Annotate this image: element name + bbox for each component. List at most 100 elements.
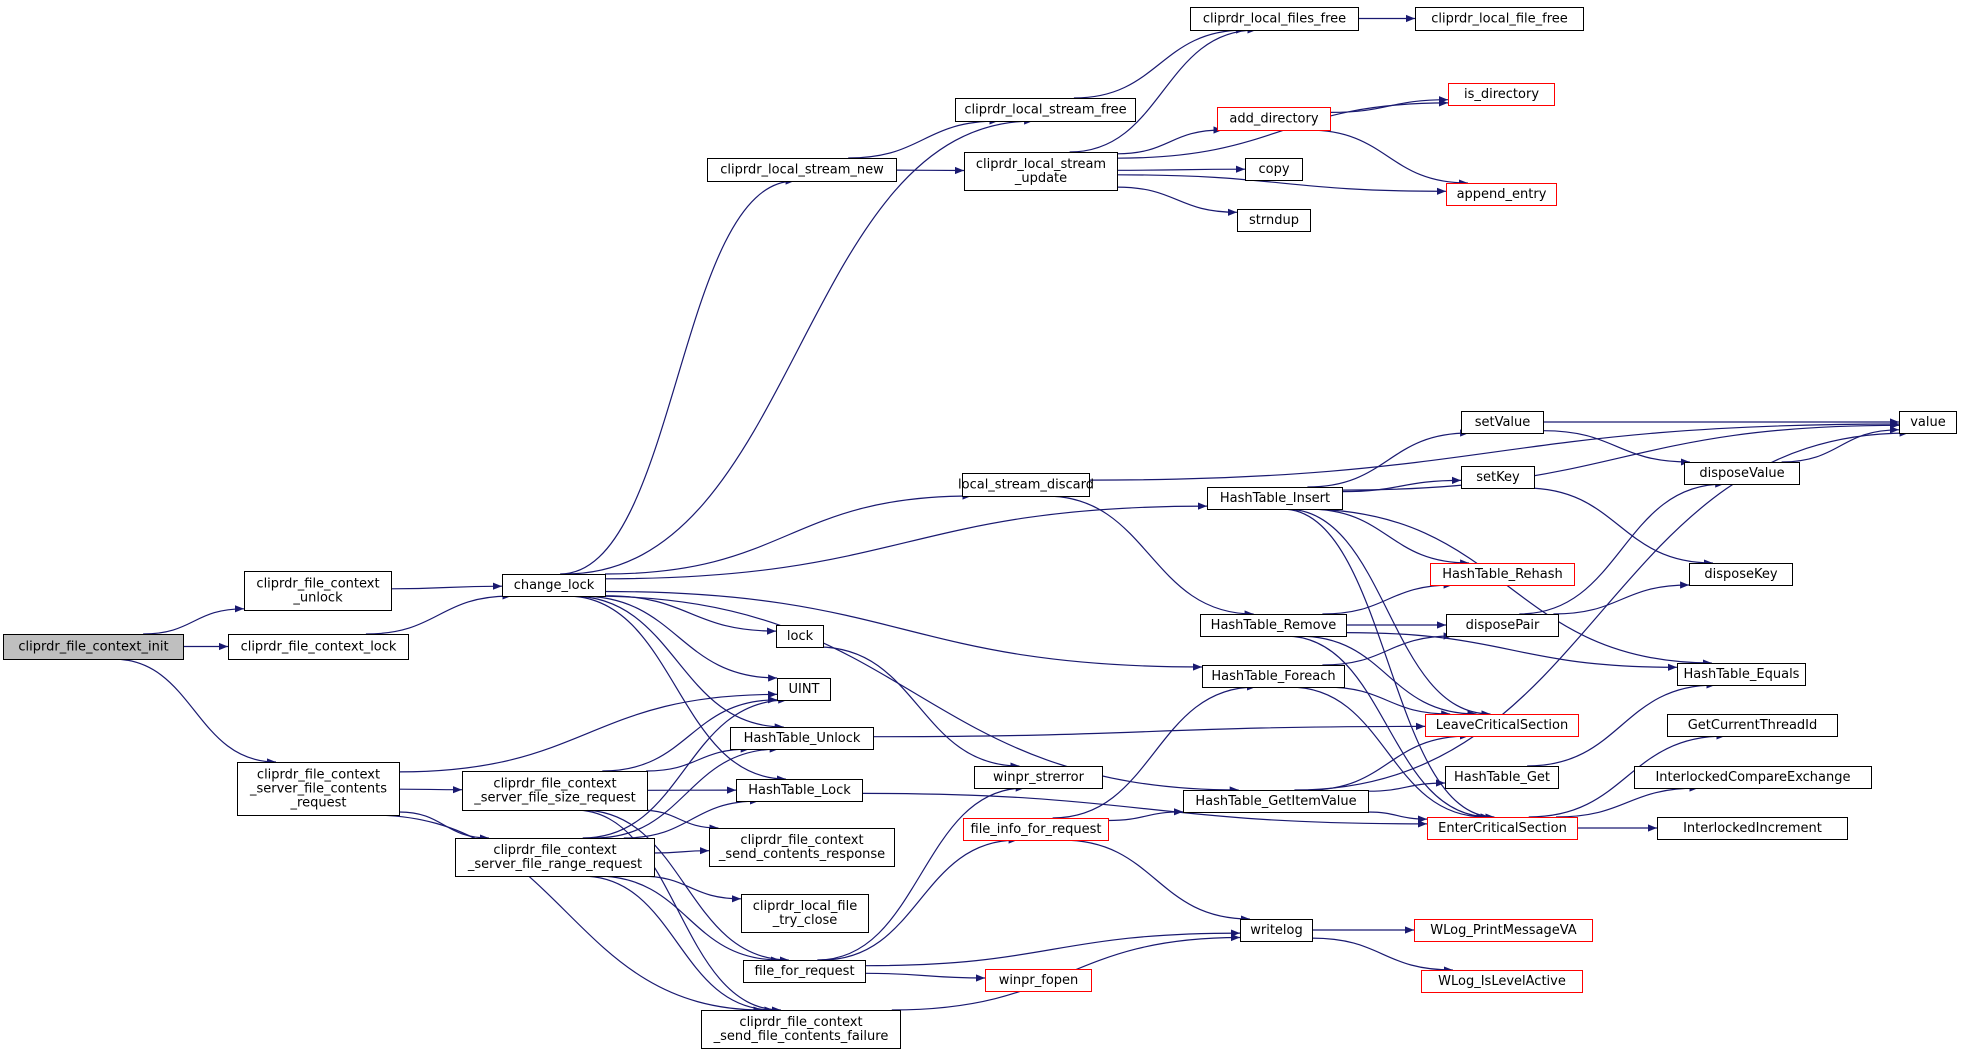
nodes-layer: cliprdr_file_context_init cliprdr_file_co… — [3, 7, 1957, 1049]
node-frr[interactable]: cliprdr_file_context_server_file_range_r… — [455, 838, 655, 877]
node-append[interactable]: append_entry — [1446, 183, 1557, 206]
node-lff[interactable]: cliprdr_local_file_free — [1415, 7, 1584, 31]
node-ffr[interactable]: file_for_request — [743, 960, 866, 983]
edge-htgiv-to-ecs — [1367, 811, 1428, 823]
node-htins[interactable]: HashTable_Insert — [1207, 487, 1343, 510]
node-scr[interactable]: cliprdr_file_context_server_file_content… — [237, 762, 400, 816]
node-label-uint-0: UINT — [788, 682, 819, 697]
node-fsr[interactable]: cliprdr_file_context_server_file_size_re… — [462, 771, 648, 811]
node-htget[interactable]: HashTable_Get — [1445, 766, 1559, 789]
node-label-adddir-0: add_directory — [1229, 112, 1318, 127]
node-scres[interactable]: cliprdr_file_context_send_contents_respo… — [709, 828, 895, 867]
node-label-lockfn-0: cliprdr_file_context_lock — [241, 640, 397, 655]
node-label-lock-0: lock — [787, 629, 814, 644]
node-iinc[interactable]: InterlockedIncrement — [1657, 817, 1848, 840]
node-unlock[interactable]: cliprdr_file_context_unlock — [244, 571, 392, 611]
node-lsf[interactable]: cliprdr_local_stream_free — [955, 98, 1136, 122]
node-box-wfopen — [985, 969, 1092, 992]
node-label-htl-0: HashTable_Lock — [748, 783, 851, 798]
node-label-ffr-0: file_for_request — [754, 964, 854, 979]
node-init[interactable]: cliprdr_file_context_init — [3, 634, 184, 660]
edge-change-to-uint — [579, 595, 778, 682]
node-ice[interactable]: InterlockedCompareExchange — [1634, 766, 1872, 789]
node-box-writelog — [1240, 919, 1313, 942]
node-lockfn[interactable]: cliprdr_file_context_lock — [228, 634, 409, 660]
node-box-ffr — [743, 960, 866, 983]
node-label-htgiv-0: HashTable_GetItemValue — [1195, 794, 1356, 809]
node-sfcf[interactable]: cliprdr_file_context_send_file_contents_… — [701, 1010, 901, 1049]
node-label-ice-0: InterlockedCompareExchange — [1655, 770, 1850, 785]
node-value[interactable]: value — [1899, 411, 1957, 434]
node-htrem[interactable]: HashTable_Remove — [1200, 614, 1347, 637]
node-adddir[interactable]: add_directory — [1217, 107, 1331, 131]
edge-htgiv-to-lcs — [1308, 732, 1469, 791]
node-box-scres — [709, 828, 895, 867]
edge-fsr-to-uint — [602, 696, 778, 772]
edge-htins-to-setvalue — [1307, 429, 1470, 488]
node-dval[interactable]: disposeValue — [1684, 462, 1800, 485]
node-label-scres-1: _send_contents_response — [718, 847, 885, 862]
node-box-frr — [455, 838, 655, 877]
edge-lsu-to-lfsf — [1069, 26, 1257, 153]
node-dpair[interactable]: disposePair — [1446, 614, 1559, 637]
node-wfopen[interactable]: winpr_fopen — [985, 969, 1092, 992]
node-box-wila — [1421, 970, 1583, 993]
edges-layer — [112, 14, 1909, 1014]
node-label-ecs-0: EnterCriticalSection — [1438, 821, 1567, 836]
node-box-sfcf — [701, 1010, 901, 1049]
edge-ffr-to-wstr — [817, 784, 1025, 961]
node-setvalue[interactable]: setValue — [1461, 411, 1544, 434]
node-lock[interactable]: lock — [776, 625, 824, 648]
node-lsd[interactable]: local_stream_discard — [958, 473, 1094, 497]
node-lsu[interactable]: cliprdr_local_stream_update — [964, 152, 1118, 191]
node-fifr[interactable]: file_info_for_request — [963, 818, 1109, 841]
edge-frr-to-htu — [593, 745, 779, 839]
node-ecs[interactable]: EnterCriticalSection — [1427, 817, 1578, 840]
edge-htfor-to-dpair — [1322, 632, 1453, 666]
node-box-htins — [1207, 487, 1343, 510]
edge-htins-to-rehash — [1307, 508, 1470, 567]
node-isdir[interactable]: is_directory — [1448, 83, 1555, 106]
node-dkey[interactable]: disposeKey — [1689, 563, 1793, 586]
edge-lockfn-to-change — [365, 592, 512, 635]
node-lfsf[interactable]: cliprdr_local_files_free — [1190, 7, 1359, 31]
edge-dpair-to-dval — [1519, 480, 1725, 615]
node-wstr[interactable]: winpr_strerror — [974, 766, 1103, 789]
node-hteq[interactable]: HashTable_Equals — [1677, 663, 1806, 686]
edge-htrem-to-hteq — [1345, 632, 1678, 671]
node-box-htfor — [1202, 665, 1345, 688]
node-label-change-0: change_lock — [514, 578, 595, 593]
node-htl[interactable]: HashTable_Lock — [736, 779, 863, 802]
node-htfor[interactable]: HashTable_Foreach — [1202, 665, 1345, 688]
node-box-dkey — [1689, 563, 1793, 586]
node-setkey[interactable]: setKey — [1461, 466, 1535, 489]
node-rehash[interactable]: HashTable_Rehash — [1430, 563, 1575, 586]
node-gct[interactable]: GetCurrentThreadId — [1667, 714, 1838, 737]
node-label-isdir-0: is_directory — [1464, 87, 1539, 102]
edge-lsu-to-copy — [1116, 165, 1246, 173]
node-lsn[interactable]: cliprdr_local_stream_new — [707, 158, 897, 182]
node-label-lcs-0: LeaveCriticalSection — [1436, 718, 1568, 733]
node-label-fifr-0: file_info_for_request — [971, 822, 1102, 837]
node-copy[interactable]: copy — [1245, 158, 1303, 181]
node-wila[interactable]: WLog_IsLevelActive — [1421, 970, 1583, 993]
node-box-dpair — [1446, 614, 1559, 637]
node-lcs[interactable]: LeaveCriticalSection — [1425, 714, 1579, 737]
edge-change-to-htl — [566, 595, 786, 783]
node-change[interactable]: change_lock — [502, 574, 606, 597]
edge-adddir-to-isdir — [1329, 96, 1449, 113]
node-box-htgiv — [1183, 790, 1369, 813]
node-uint[interactable]: UINT — [777, 678, 831, 701]
node-wpm[interactable]: WLog_PrintMessageVA — [1414, 919, 1593, 942]
node-box-copy — [1245, 158, 1303, 181]
edge-frr-to-htl — [623, 797, 759, 839]
node-ltc[interactable]: cliprdr_local_file_try_close — [741, 894, 869, 933]
edge-change-to-htfor — [604, 590, 1203, 671]
node-htu[interactable]: HashTable_Unlock — [730, 727, 874, 750]
edge-scr-to-frr — [398, 811, 489, 842]
node-label-ltc-1: _try_close — [772, 913, 838, 928]
node-htgiv[interactable]: HashTable_GetItemValue — [1183, 790, 1369, 813]
node-strndup[interactable]: strndup — [1237, 209, 1311, 232]
node-writelog[interactable]: writelog — [1240, 919, 1313, 942]
node-label-sfcf-0: cliprdr_file_context — [739, 1015, 862, 1030]
